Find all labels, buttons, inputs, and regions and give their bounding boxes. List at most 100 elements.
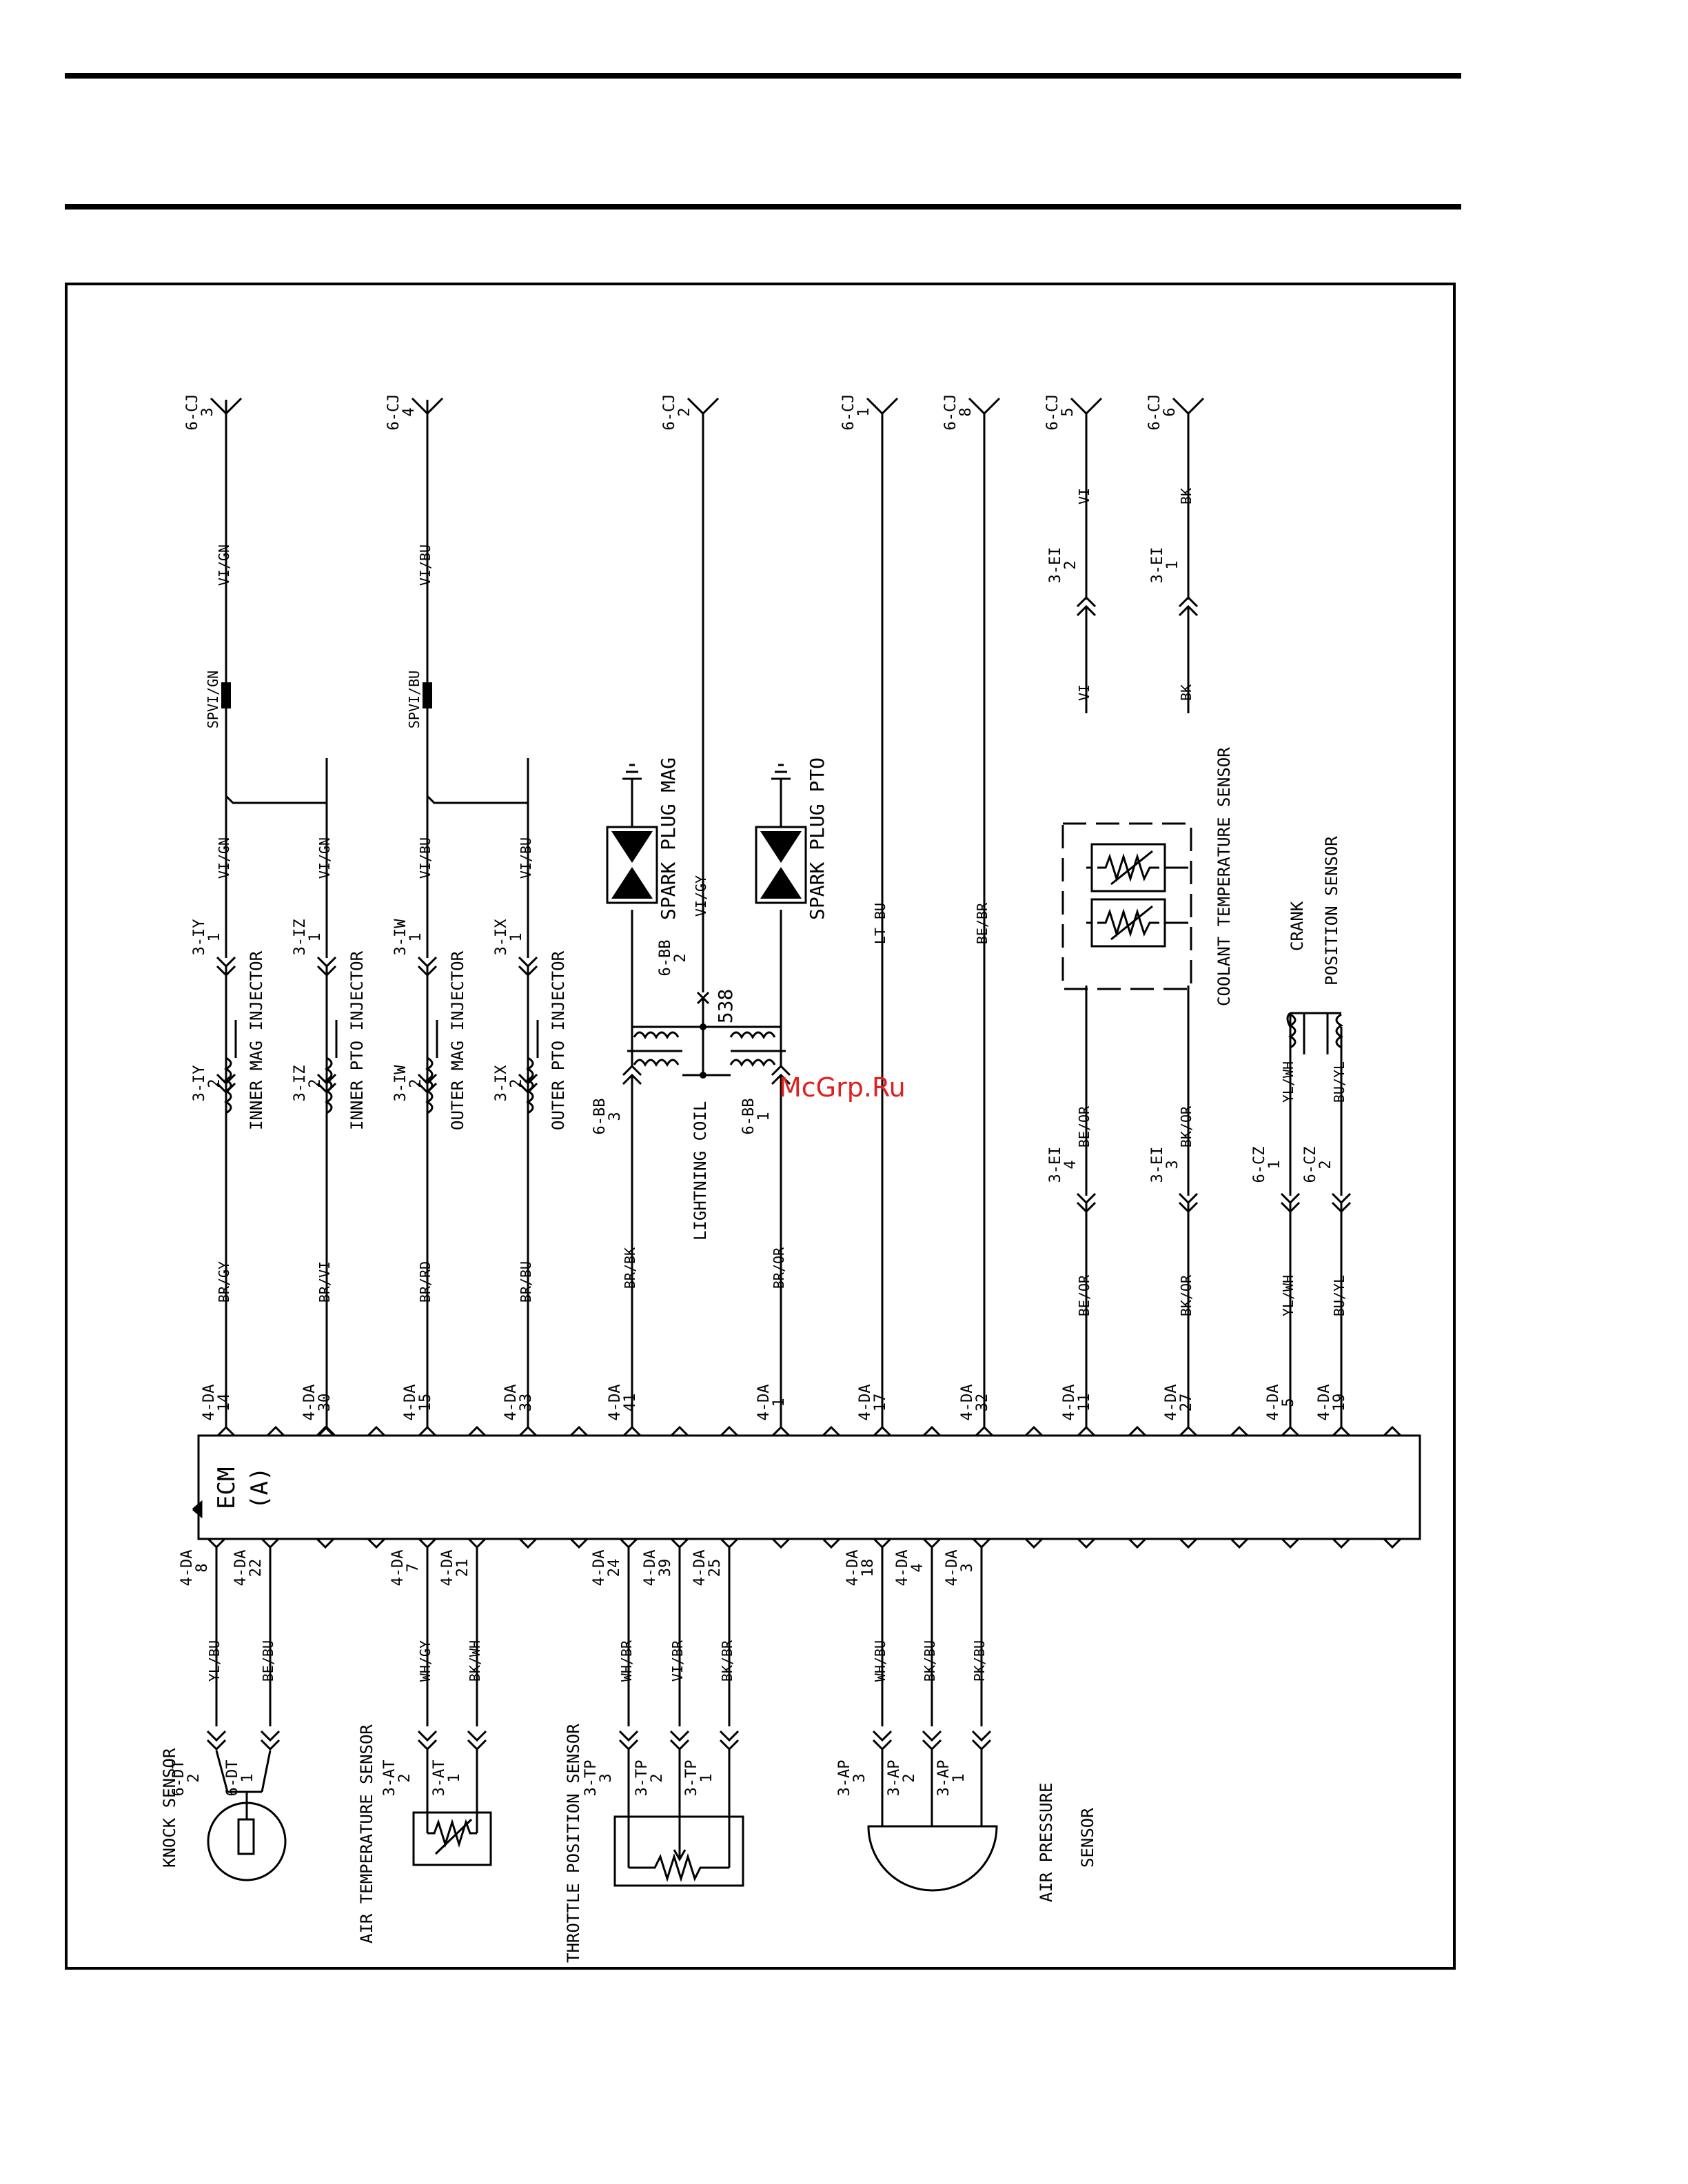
top-wire-2-ecm-label-pin: 15: [417, 1394, 434, 1412]
top-wire-6-ecm-label-pin: 17: [872, 1394, 889, 1412]
top-wire-7-end: [968, 397, 1001, 416]
top-wire-10-color-low: YL/WH: [1280, 1275, 1296, 1316]
bottom-wire-3-ecm-label-pin: 21: [454, 1559, 471, 1578]
throttle-sensor-label: THROTTLE POSITION SENSOR: [564, 1724, 583, 1963]
top-wire-8-color-up: VI: [1076, 684, 1092, 701]
bottom-wire-8-ecm-pin: [922, 1538, 942, 1549]
bottom-wire-7-color: WH/BU: [872, 1640, 888, 1682]
top-wire-11-color-mid: BU/YL: [1331, 1061, 1348, 1103]
top-wire-1-ecm-label-connector: 4-DA: [301, 1385, 318, 1421]
top-wire-6-ecm-label-connector: 4-DA: [857, 1385, 874, 1421]
top-wire-0-color-top: VI/GN: [216, 544, 232, 586]
bottom-wire-1-sensor-connector: [260, 1730, 281, 1742]
ignition-color: VI/GY: [693, 875, 709, 917]
top-wire-9-mid-connector: [1178, 1192, 1199, 1205]
top-wire-7-end-label-connector: 6-CJ: [942, 394, 959, 431]
top-wire-9-ecm-pin: [1179, 1425, 1198, 1437]
top-wire-8-end-label-pin: 5: [1059, 407, 1077, 416]
top-wire-1-injector-connector-high: [316, 965, 337, 977]
top-wire-10-ecm-label-connector: 4-DA: [1265, 1385, 1282, 1421]
top-wire-9-ecm-label-pin: 27: [1178, 1394, 1195, 1412]
top-wire-2-splice: [423, 682, 432, 708]
knock-sensor-label: KNOCK SENSOR: [160, 1748, 179, 1868]
top-wire-8-ecm-label-pin: 11: [1076, 1394, 1093, 1412]
top-wire-1-color-mid: VI/GN: [316, 837, 333, 879]
air-temp-arrow: [434, 1818, 473, 1855]
ecm-pin-bottom: [316, 1538, 335, 1549]
coolant-thermistor-2-arrow: [1110, 905, 1153, 941]
bottom-wire-9-sensor-pin-label-pin: 1: [950, 1773, 968, 1782]
top-wire-10-mid-connector: [1280, 1192, 1301, 1205]
top-wire-2-color-low: BR/RD: [417, 1261, 434, 1303]
top-wire-3-inj-low-label-pin: 2: [508, 1079, 525, 1088]
top-wire-3-inj-high-label-connector: 3-IX: [493, 919, 510, 956]
top-wire-9-mid-pin-label-connector: 3-EI: [1149, 1147, 1166, 1183]
top-wire-5-ecm-label-connector: 4-DA: [755, 1385, 773, 1421]
bottom-wire-0-sensor-connector: [206, 1730, 227, 1742]
top-wire-9-end: [1172, 397, 1205, 416]
top-wire-8-up-connector: [1076, 604, 1097, 617]
coil-connector-x: [696, 991, 710, 1005]
top-wire-1-inj-low-label-connector: 3-IZ: [292, 1065, 309, 1102]
top-wire-2-ecm-pin: [418, 1425, 437, 1437]
ecm-pin-bottom: [569, 1538, 589, 1549]
top-wire-2-inj-low-label-connector: 3-IW: [392, 1065, 409, 1102]
outer-pto-injector-label: OUTER PTO INJECTOR: [549, 950, 568, 1130]
top-wire-2-inj-high-label-pin: 1: [407, 932, 425, 941]
top-wire-10-ecm-label-pin: 5: [1280, 1398, 1297, 1407]
spark-plug-pto-electrode-top: [760, 831, 802, 863]
bottom-wire-0-ecm-label-connector: 4-DA: [179, 1550, 196, 1586]
crank-label-2: POSITION SENSOR: [1322, 836, 1341, 986]
knock-lead: [215, 1750, 229, 1793]
coil-top-pin-label-pin: 2: [672, 953, 689, 962]
top-wire-2-ecm-label-connector: 4-DA: [402, 1385, 419, 1421]
bottom-wire-4-color: WH/BR: [618, 1640, 635, 1682]
coil-node: [700, 1023, 706, 1030]
coil-top-pin-label-connector: 6-BB: [657, 940, 674, 977]
crank-coil-right: [1335, 1013, 1344, 1049]
bottom-wire-3-sensor-connector: [467, 1730, 487, 1742]
crank-coil-left: [1288, 1013, 1296, 1049]
ecm-pin-bottom: [518, 1538, 538, 1549]
top-wire-0-color-low: BR/GY: [216, 1261, 232, 1303]
bottom-wire-7-sensor-pin-label-pin: 3: [851, 1773, 868, 1782]
bottom-wire-4-sensor-pin-label-pin: 3: [598, 1773, 615, 1782]
top-wire-8-color-top: VI: [1076, 488, 1092, 504]
coolant-thermistor-2-zigzag: [1097, 908, 1159, 938]
bottom-wire-5-ecm-label-pin: 39: [657, 1559, 674, 1578]
top-wire-0-end-label-connector: 6-CJ: [184, 394, 201, 431]
top-wire-2-end-label-connector: 6-CJ: [385, 394, 403, 431]
top-wire-1-inj-high-label-connector: 3-IZ: [292, 919, 309, 956]
spark-plug-mag-electrode-top: [611, 831, 653, 863]
top-wire-0-ecm-label-pin: 14: [216, 1394, 233, 1412]
top-wire-8-ecm-label-connector: 4-DA: [1061, 1385, 1078, 1421]
inner-mag-injector-label: INNER MAG INJECTOR: [247, 950, 266, 1130]
top-wire-3-ecm-label-pin: 33: [518, 1394, 535, 1412]
bottom-wire-3-sensor-pin-label-connector: 3-AT: [431, 1760, 448, 1797]
bottom-wire-2-ecm-label-pin: 7: [405, 1563, 422, 1572]
top-wire-9-color-mid: BK/OR: [1178, 1105, 1194, 1147]
top-wire-4-coil-connector: [622, 1073, 642, 1085]
top-wire-6-end-label-connector: 6-CJ: [840, 394, 857, 431]
ignition-end-label-pin: 2: [676, 407, 693, 416]
top-wire-0-inj-high-label-connector: 3-IY: [191, 919, 208, 956]
bottom-wire-3-color: BK/WH: [467, 1640, 483, 1682]
coolant-sensor-label: COOLANT TEMPERATURE SENSOR: [1214, 747, 1234, 1006]
coolant-sensor-dashed-box: [1061, 822, 1192, 990]
top-wire-0-branch: [225, 795, 328, 827]
bottom-wire-4-ecm-label-connector: 4-DA: [591, 1550, 608, 1586]
bottom-wire-5-sensor-connector: [669, 1730, 690, 1742]
top-wire-1-inj-low-label-pin: 2: [307, 1079, 324, 1088]
top-wire-4-color-low: BR/BK: [622, 1247, 638, 1289]
bottom-wire-6-ecm-label-pin: 25: [706, 1559, 724, 1578]
spark-plug-pto-label: SPARK PLUG PTO: [806, 757, 828, 920]
bottom-wire-8-color: BK/BU: [922, 1640, 938, 1682]
top-wire-9-up-pin-label-pin: 1: [1164, 560, 1181, 569]
crank-label-1: CRANK: [1288, 901, 1307, 951]
ecm-pin-top: [569, 1425, 589, 1437]
knock-lead: [261, 1750, 272, 1793]
top-wire-8-up-pin-label-pin: 2: [1062, 560, 1079, 569]
bottom-wire-7-ecm-pin: [873, 1538, 892, 1549]
ecm-box: [197, 1434, 1421, 1540]
top-wire-2-injector-connector-high: [417, 956, 438, 968]
